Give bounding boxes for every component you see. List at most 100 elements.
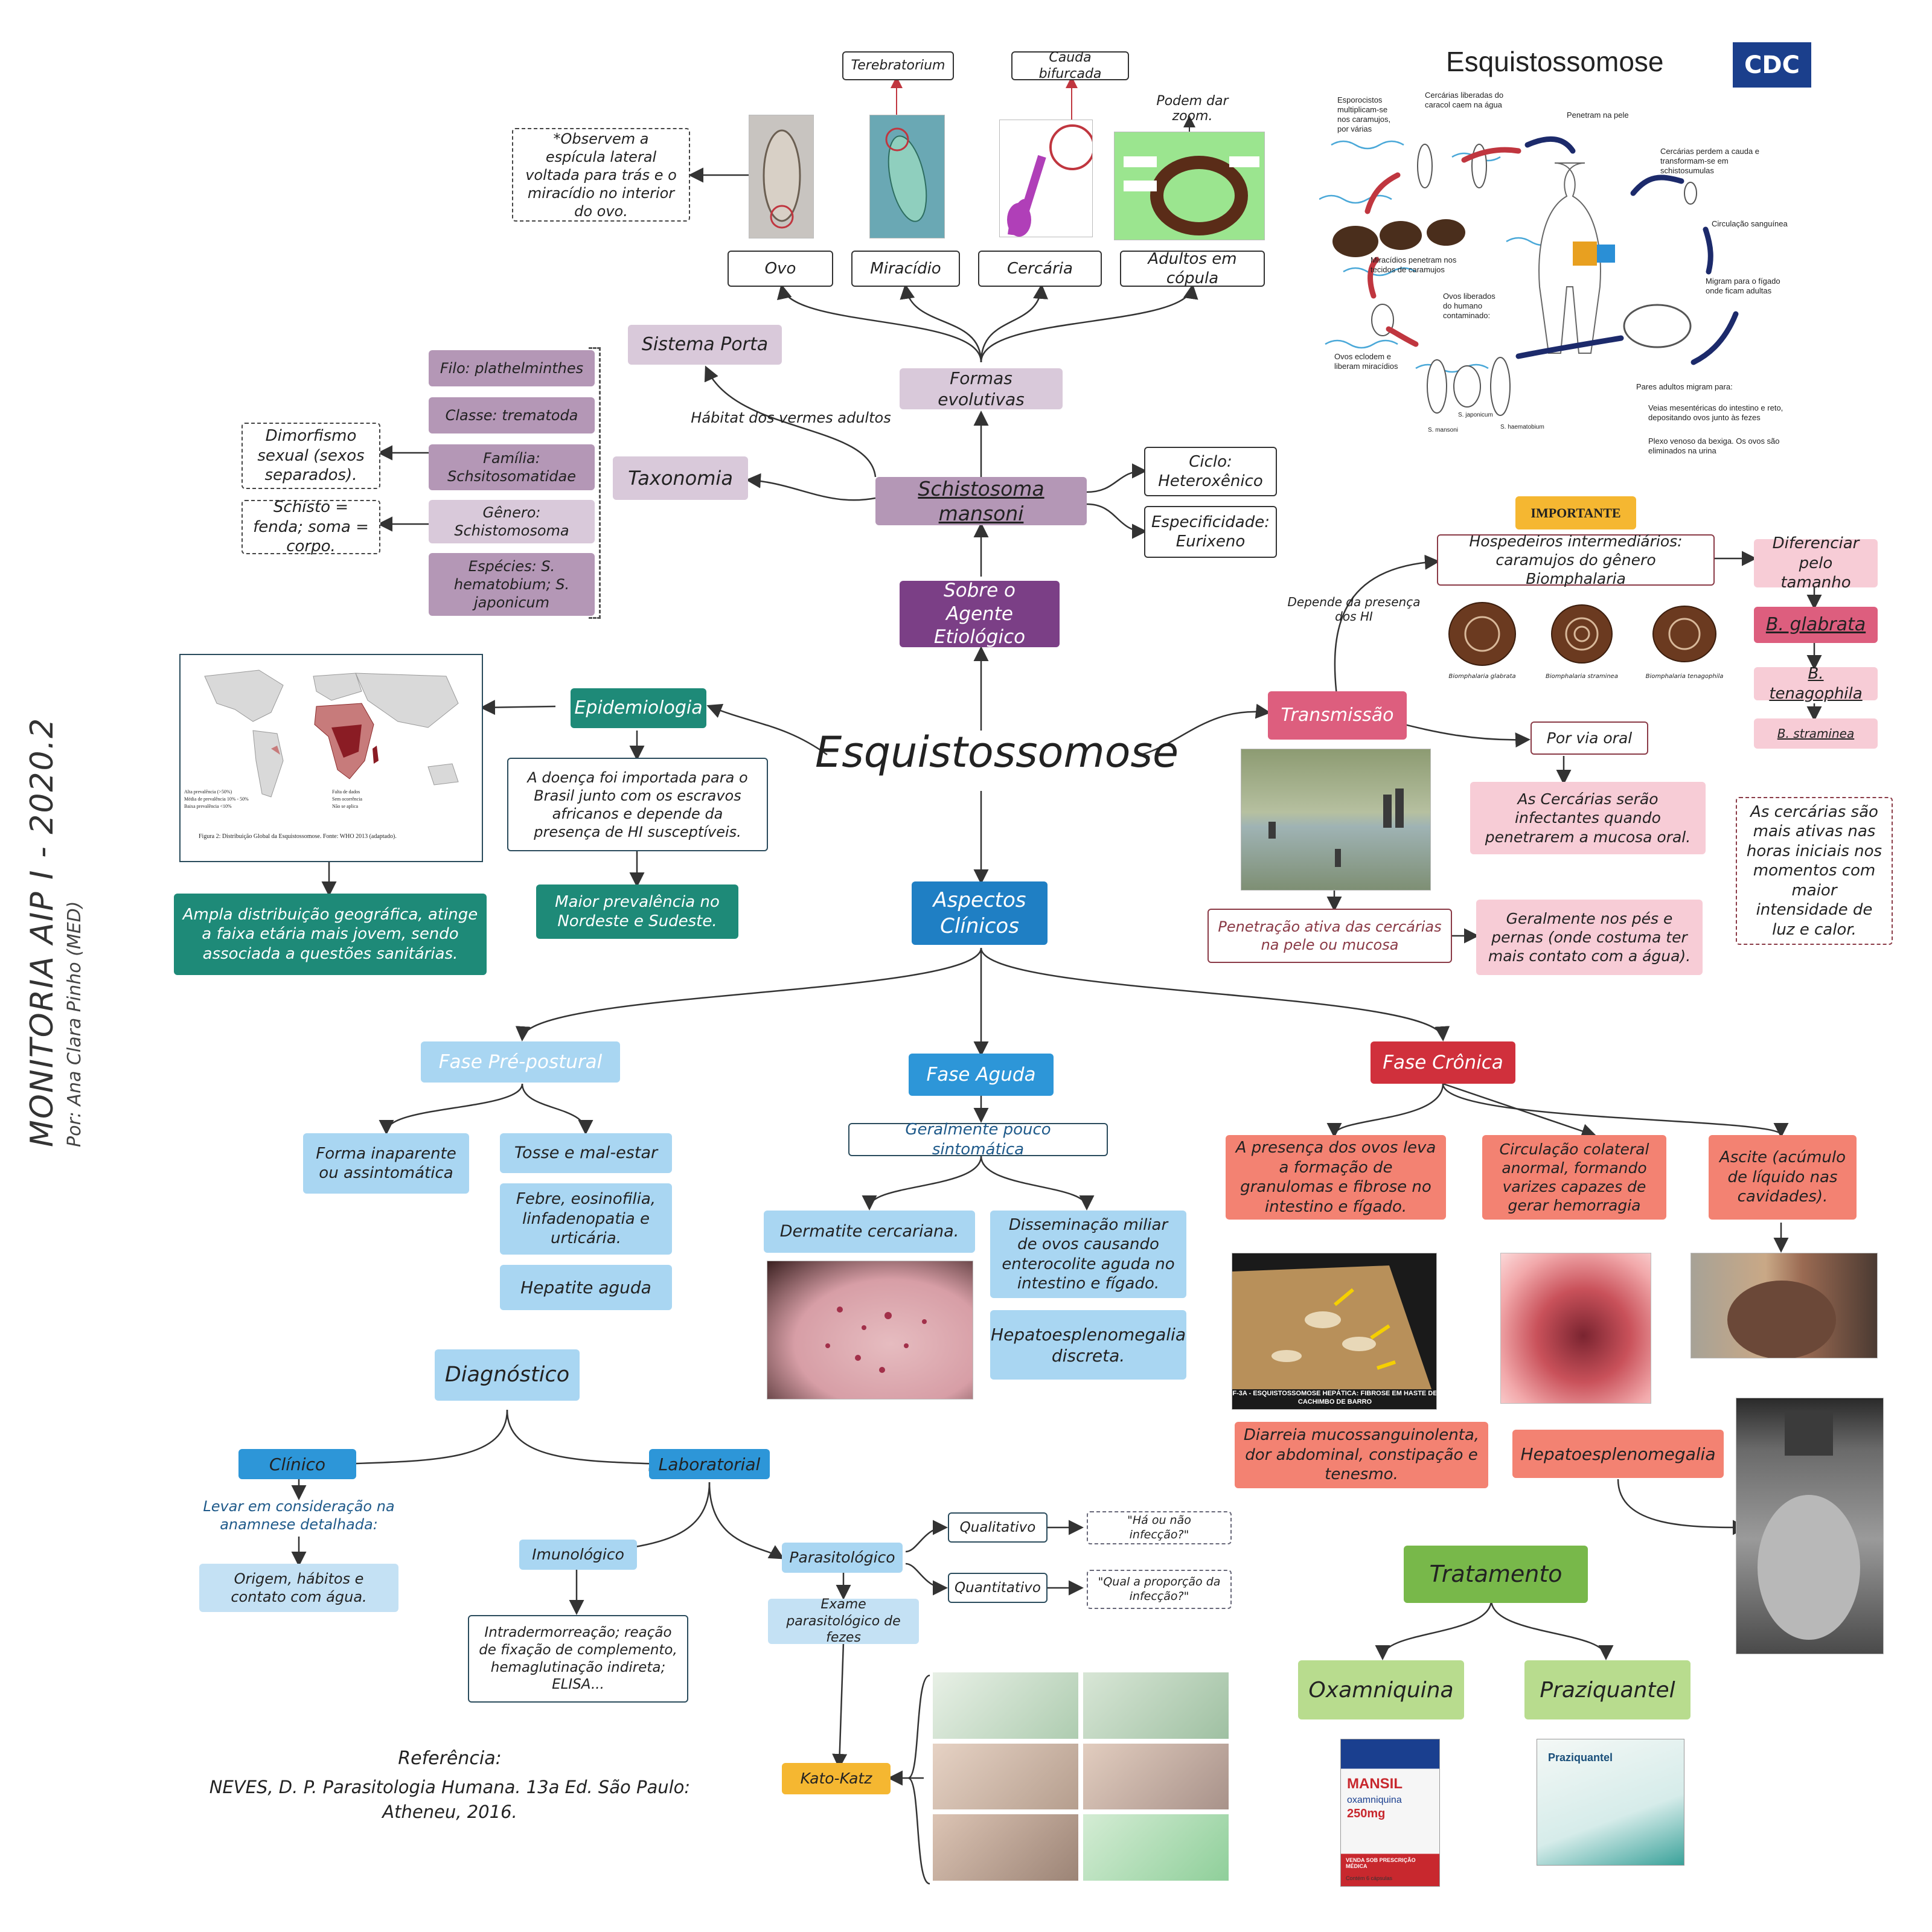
svg-text:Ovos liberados: Ovos liberados — [1443, 292, 1495, 301]
size-glabrata[interactable]: B. glabrata — [1754, 607, 1878, 643]
species-box[interactable]: Schistosoma mansoni — [875, 477, 1087, 525]
world-map: Alta prevalência (>50%) Falta de dados M… — [179, 654, 483, 862]
diferenciar-box[interactable]: Diferenciar pelo tamanho — [1754, 534, 1878, 592]
praziquantel-brand: Praziquantel — [1548, 1751, 1613, 1764]
fase-cronica[interactable]: Fase Crônica — [1371, 1041, 1515, 1084]
dimorfismo-note: Dimorfismo sexual (sexos separados). — [242, 423, 380, 489]
legend-item: Baixa prevalência <10% — [184, 804, 232, 809]
diag-imuno[interactable]: Imunológico — [519, 1540, 637, 1570]
trans-title[interactable]: Transmissão — [1268, 691, 1407, 740]
epi-prevalencia[interactable]: Maior prevalência no Nordeste e Sudeste. — [536, 884, 738, 939]
cronica-circulacao: Circulação colateral anormal, formando v… — [1482, 1135, 1666, 1220]
cercaria-image — [999, 120, 1093, 237]
kato-photos — [933, 1672, 1229, 1881]
size-tenagophila[interactable]: B. tenagophila — [1754, 665, 1878, 703]
hospedeiros-box[interactable]: Hospedeiros intermediários: caramujos do… — [1437, 533, 1715, 587]
snail-label-3: Biomphalaria tenagophila — [1645, 673, 1724, 680]
form-adultos[interactable]: Adultos em cópula — [1120, 250, 1265, 287]
form-ovo[interactable]: Ovo — [728, 251, 833, 287]
svg-text:Esporocistos: Esporocistos — [1337, 95, 1383, 104]
exame-box: Exame parasitológico de fezes — [768, 1597, 919, 1645]
habitat-box[interactable]: Sistema Porta — [628, 325, 782, 365]
side-title-block: MONITORIA AIP I - 2020.2 Por: Ana Clara … — [24, 604, 121, 1147]
drug-oxamniquina[interactable]: Oxamniquina — [1298, 1660, 1464, 1719]
aguda-hepato: Hepatoesplenomegalia discreta. — [990, 1310, 1186, 1380]
habitat-label: Hábitat dos vermes adultos — [691, 409, 891, 426]
diag-lab[interactable]: Laboratorial — [649, 1449, 770, 1479]
oral-box[interactable]: Por via oral — [1531, 721, 1648, 755]
kato-step-photo — [933, 1743, 1078, 1810]
ovo-note: *Observem a espícula lateral voltada par… — [512, 128, 690, 222]
svg-text:por várias: por várias — [1337, 124, 1372, 133]
mansil-name: oxamniquina — [1347, 1795, 1402, 1805]
svg-text:depositando ovos junto às feze: depositando ovos junto às fezes — [1648, 413, 1761, 422]
taxonomy-bracket — [589, 347, 601, 619]
mansil-dose: 250mg — [1347, 1807, 1386, 1820]
epi-ampla[interactable]: Ampla distribuição geográfica, atinge a … — [174, 894, 487, 975]
kato-box[interactable]: Kato-Katz — [782, 1763, 891, 1794]
fase-aguda[interactable]: Fase Aguda — [909, 1054, 1054, 1096]
svg-text:eliminados na urina: eliminados na urina — [1648, 446, 1717, 455]
patient-icon — [1758, 1410, 1860, 1640]
tax-familia[interactable]: Família: Schsitosomatidae — [429, 444, 595, 490]
people-icon — [1268, 788, 1404, 867]
svg-text:Ovos eclodem e: Ovos eclodem e — [1334, 352, 1391, 361]
tax-genero[interactable]: Gênero: Schistomosoma — [429, 500, 595, 543]
taxonomia-box[interactable]: Taxonomia — [613, 456, 748, 500]
svg-text:S. haematobium: S. haematobium — [1500, 424, 1544, 430]
fase-pre[interactable]: Fase Pré-postural — [421, 1041, 620, 1083]
svg-text:Miracídios penetram nos: Miracídios penetram nos — [1371, 255, 1457, 264]
svg-text:transformam-se em: transformam-se em — [1660, 156, 1729, 165]
svg-text:liberam miracídios: liberam miracídios — [1334, 362, 1398, 371]
imuno-items: Intradermorreação; reação de fixação de … — [468, 1615, 688, 1703]
svg-text:caracol caem na água: caracol caem na água — [1425, 100, 1503, 109]
aguda-dermatite: Dermatite cercariana. — [764, 1211, 975, 1253]
schisto-note: Schisto = fenda; soma = corpo. — [242, 498, 380, 555]
svg-text:Cercárias perdem a cauda e: Cercárias perdem a cauda e — [1660, 147, 1759, 156]
about-agent-box[interactable]: Sobre o Agente Etiológico — [900, 580, 1060, 648]
epi-title[interactable]: Epidemiologia — [571, 688, 706, 728]
svg-text:Migram para o fígado: Migram para o fígado — [1706, 277, 1780, 286]
tax-filo[interactable]: Filo: plathelminthes — [429, 350, 595, 386]
ascite-photo — [1690, 1253, 1878, 1358]
adult-worms-icon — [1124, 156, 1259, 235]
svg-text:Veias mesentéricas do intestin: Veias mesentéricas do intestino e reto, — [1648, 403, 1783, 412]
svg-text:Circulação sanguínea: Circulação sanguínea — [1712, 219, 1788, 228]
form-miracidio[interactable]: Miracídio — [851, 251, 960, 287]
tax-classe[interactable]: Classe: trematoda — [429, 397, 595, 433]
aguda-disseminacao: Disseminação miliar de ovos causando ent… — [990, 1211, 1186, 1298]
mansil-qty: Contém 6 cápsulas — [1346, 1875, 1393, 1881]
especificidade-box[interactable]: Especificidade: Eurixeno — [1144, 506, 1277, 558]
form-cercaria[interactable]: Cercária — [978, 251, 1102, 287]
diag-quanti[interactable]: Quantitativo — [948, 1573, 1048, 1603]
side-author: Por: Ana Clara Pinho (MED) — [64, 901, 85, 1148]
oral-desc: As Cercárias serão infectantes quando pe… — [1470, 782, 1706, 854]
drug-praziquantel[interactable]: Praziquantel — [1524, 1660, 1690, 1719]
forms-title-box[interactable]: Formas evolutivas — [900, 368, 1063, 409]
size-straminea[interactable]: B. straminea — [1754, 718, 1878, 749]
reference-text: NEVES, D. P. Parasitologia Humana. 13a E… — [209, 1777, 691, 1822]
svg-text:tecidos de caramujos: tecidos de caramujos — [1371, 265, 1445, 274]
legend-item: Não se aplica — [332, 804, 359, 809]
ciclo-box[interactable]: Ciclo: Heteroxênico — [1144, 447, 1277, 496]
clinico-note: Levar em consideração na anamnese detalh… — [203, 1498, 395, 1533]
trat-title[interactable]: Tratamento — [1404, 1546, 1588, 1603]
world-map-icon — [204, 670, 459, 798]
pre-febre: Febre, eosinofilia, linfadenopatia e urt… — [500, 1183, 672, 1255]
clin-title[interactable]: Aspectos Clínicos — [912, 881, 1048, 945]
svg-text:Cercárias liberadas do: Cercárias liberadas do — [1425, 91, 1503, 100]
diag-parasito[interactable]: Parasitológico — [782, 1543, 903, 1573]
praziquantel-box: Praziquantel — [1537, 1739, 1684, 1866]
clinico-items: Origem, hábitos e contato com água. — [199, 1564, 398, 1612]
penetracao-box: Penetração ativa das cercárias na pele o… — [1208, 909, 1452, 963]
rash-icon — [825, 1307, 927, 1373]
cronica-diarreia: Diarreia mucossanguinolenta, dor abdomin… — [1235, 1422, 1488, 1488]
legend-item: Alta prevalência (>50%) — [184, 789, 232, 795]
diag-clinico[interactable]: Clínico — [238, 1449, 356, 1479]
legend-item: Média de prevalência 10% - 50% — [184, 796, 249, 802]
tax-especies[interactable]: Espécies: S. hematobium; S. japonicum — [429, 553, 595, 616]
diag-title[interactable]: Diagnóstico — [435, 1349, 580, 1401]
diag-quali[interactable]: Qualitativo — [948, 1512, 1048, 1543]
reference-label: Referência: — [398, 1748, 502, 1769]
